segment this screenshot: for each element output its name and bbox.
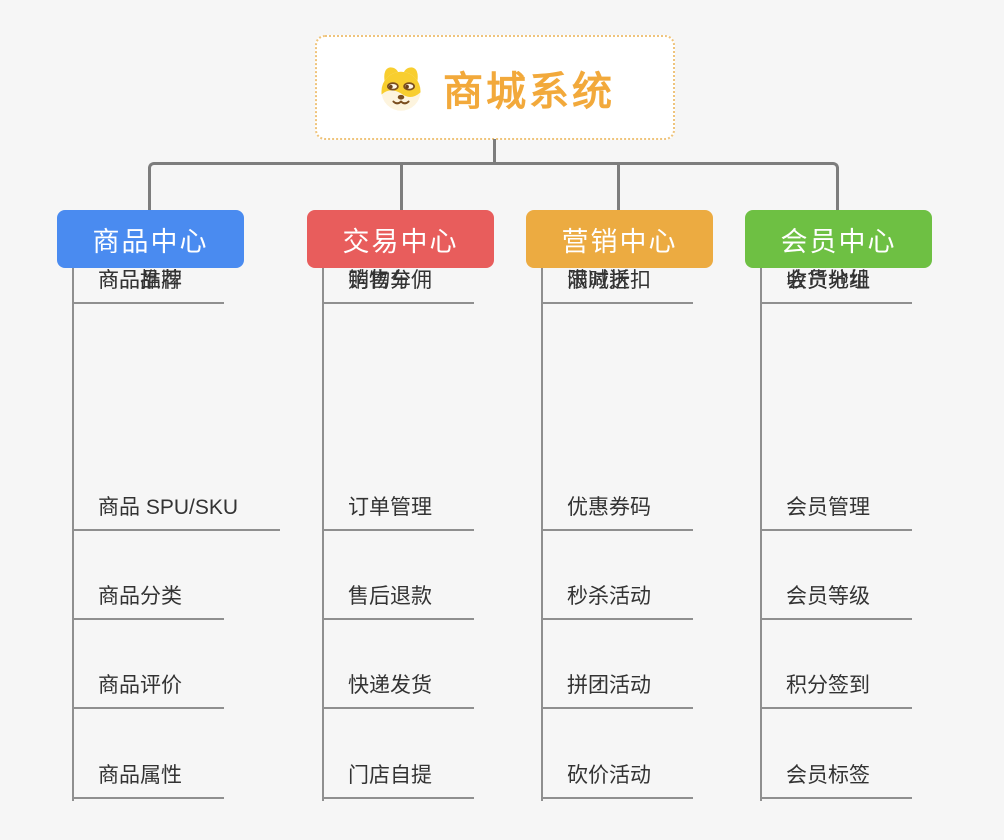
leaf-node[interactable]: 收货地址 [760, 268, 912, 304]
leaf-node[interactable]: 门店自提 [322, 763, 474, 799]
branch-header-marketing[interactable]: 营销中心 [526, 210, 713, 268]
leaf-node[interactable]: 优惠券码 [541, 495, 693, 531]
branch-header-trade[interactable]: 交易中心 [307, 210, 494, 268]
connector-corner-left [148, 162, 162, 210]
branch-members: 会员中心 会员管理 会员等级 积分签到 会员标签 会员分组 收货地址 [745, 210, 995, 830]
leaf-label: 会员管理 [760, 495, 912, 531]
leaf-label: 满减送 [541, 268, 672, 304]
branch-marketing: 营销中心 优惠券码 秒杀活动 拼团活动 砍价活动 限时折扣 满减送 [526, 210, 776, 830]
leaf-node[interactable]: 订单管理 [322, 495, 474, 531]
root-title: 商城系统 [443, 69, 615, 114]
leaf-label: 订单管理 [322, 495, 474, 531]
branch-trade: 交易中心 订单管理 售后退款 快递发货 门店自提 购物车 销售分佣 [307, 210, 557, 830]
leaf-label: 销售分佣 [322, 268, 474, 304]
leaf-node[interactable]: 快递发货 [322, 673, 474, 709]
leaf-node[interactable]: 销售分佣 [322, 268, 474, 304]
leaf-node[interactable]: 会员管理 [760, 495, 912, 531]
leaf-node[interactable]: 商品属性 [72, 763, 224, 799]
leaf-node[interactable]: 拼团活动 [541, 673, 693, 709]
leaf-label: 秒杀活动 [541, 584, 693, 620]
leaf-node[interactable]: 满减送 [541, 268, 672, 304]
doge-icon [375, 64, 427, 112]
branch-header-members[interactable]: 会员中心 [745, 210, 932, 268]
leaf-label: 商品属性 [72, 763, 224, 799]
leaf-label: 商品评价 [72, 673, 224, 709]
leaf-label: 优惠券码 [541, 495, 693, 531]
leaf-label: 砍价活动 [541, 763, 693, 799]
leaf-node[interactable]: 积分签到 [760, 673, 912, 709]
leaf-label: 售后退款 [322, 584, 474, 620]
leaf-label: 快递发货 [322, 673, 474, 709]
connector-corner-right [825, 162, 839, 210]
leaf-node[interactable]: 秒杀活动 [541, 584, 693, 620]
leaf-label: 积分签到 [760, 673, 912, 709]
connector-drop-marketing [617, 162, 620, 210]
leaf-label: 商品 SPU/SKU [72, 495, 281, 531]
branch-trunk [72, 268, 74, 801]
branch-products: 商品中心 商品 SPU/SKU 商品分类 商品评价 商品属性 商品推荐 商品品牌 [57, 210, 307, 830]
leaf-node[interactable]: 会员标签 [760, 763, 912, 799]
branch-trunk [760, 268, 762, 801]
leaf-label: 会员等级 [760, 584, 912, 620]
leaf-node[interactable]: 商品 SPU/SKU [72, 495, 281, 531]
connector-bus [158, 162, 829, 165]
leaf-node[interactable]: 商品品牌 [72, 268, 224, 304]
leaf-label: 收货地址 [760, 268, 912, 304]
leaf-node[interactable]: 砍价活动 [541, 763, 693, 799]
root-node[interactable]: 商城系统 [315, 35, 675, 140]
leaf-label: 商品品牌 [72, 268, 224, 304]
branch-trunk [322, 268, 324, 801]
connector-drop-trade [400, 162, 403, 210]
leaf-label: 商品分类 [72, 584, 224, 620]
leaf-label: 拼团活动 [541, 673, 693, 709]
leaf-node[interactable]: 会员等级 [760, 584, 912, 620]
leaf-node[interactable]: 商品评价 [72, 673, 224, 709]
leaf-label: 会员标签 [760, 763, 912, 799]
branch-header-products[interactable]: 商品中心 [57, 210, 244, 268]
branch-trunk [541, 268, 543, 801]
leaf-node[interactable]: 售后退款 [322, 584, 474, 620]
leaf-node[interactable]: 商品分类 [72, 584, 224, 620]
connector-root-stub [493, 139, 496, 164]
leaf-label: 门店自提 [322, 763, 474, 799]
